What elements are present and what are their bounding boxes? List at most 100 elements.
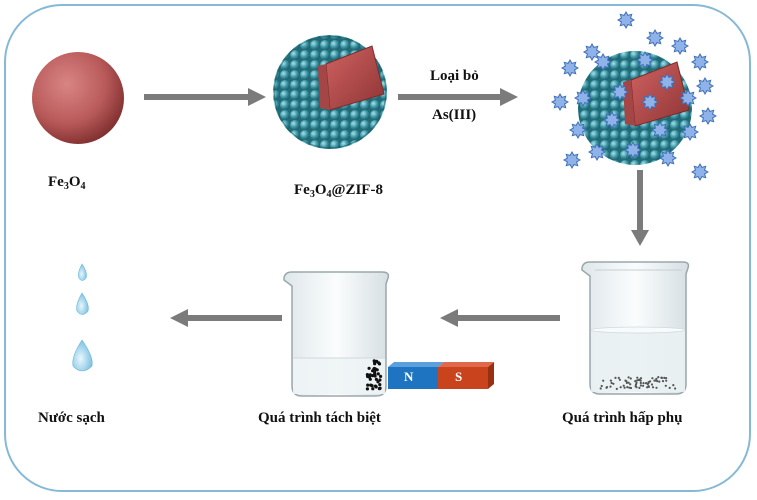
sediment-particle (612, 383, 614, 385)
arsenic-ion (660, 150, 676, 166)
sediment-particle (616, 388, 618, 390)
arsenic-ion (672, 38, 688, 54)
sediment-particle (618, 377, 620, 379)
arsenic-ion (589, 144, 605, 160)
sediment-particle (657, 376, 659, 378)
magnetic-particle (375, 385, 378, 388)
magnetic-particle (379, 375, 382, 378)
magnetic-particle (368, 367, 371, 370)
sediment-particle (651, 383, 653, 385)
magnet-s-label: S (455, 369, 462, 385)
clean-water-label: Nước sạch (38, 410, 105, 427)
arrow-down (631, 170, 649, 246)
sediment-particle (628, 387, 630, 389)
sediment-particle (649, 380, 651, 382)
arsenic-ion (564, 152, 580, 168)
magnetic-particle (374, 374, 377, 377)
magnetic-particle (374, 367, 377, 370)
sediment-particle (606, 386, 608, 388)
sediment-particle (624, 380, 626, 382)
sediment-particle (642, 382, 644, 384)
arsenic-ion (575, 90, 591, 106)
sediment-particle (640, 380, 642, 382)
arrow-to-clean-water (170, 309, 282, 327)
sediment-particle (626, 382, 628, 384)
arrow-label-arsenic: As(III) (432, 107, 476, 124)
sediment-particle (663, 377, 665, 379)
arsenic-ion (595, 54, 611, 70)
magnetic-particle (371, 384, 374, 387)
sediment-particle (646, 386, 648, 388)
sediment-particle (628, 376, 630, 378)
arsenic-ion (618, 12, 634, 28)
magnetic-particle (366, 384, 369, 387)
adsorption-beaker (582, 262, 688, 394)
arsenic-ion (700, 108, 716, 124)
arsenic-ion (625, 142, 641, 158)
magnetic-particle (375, 378, 378, 381)
sediment-particle (601, 385, 603, 387)
magnetic-particle (377, 372, 380, 375)
arsenic-ion (570, 122, 586, 138)
fe3o4-particle (32, 52, 124, 144)
sediment-particle (647, 382, 649, 384)
sediment-particle (640, 384, 642, 386)
arrow-to-separation (440, 309, 560, 327)
sediment-particle (672, 384, 674, 386)
sediment-particle (669, 387, 671, 389)
magnetic-particle (378, 383, 381, 386)
sediment-particle (610, 380, 612, 382)
adsorbed-particle (552, 12, 716, 180)
arrow-label-remove: Loại bỏ (430, 68, 479, 85)
fe3o4-zif8-particle (273, 35, 387, 149)
sediment-particle (642, 385, 644, 387)
magnetic-particle (371, 369, 374, 372)
sediment-particle (602, 380, 604, 382)
magnetic-particle (366, 375, 369, 378)
arsenic-ion (692, 54, 708, 70)
sediment-particle (620, 386, 622, 388)
sediment-particle (640, 377, 642, 379)
fe3o4-label: Fe3O4 (48, 174, 86, 192)
adsorption-label: Quá trình hấp phụ (562, 410, 682, 427)
sediment-particle (624, 387, 626, 389)
arsenic-ion (652, 122, 668, 138)
sediment-particle (635, 383, 637, 385)
sediment-particle (636, 377, 638, 379)
sediment-particle (626, 386, 628, 388)
magnetic-particle (377, 361, 380, 364)
sediment-particle (636, 379, 638, 381)
arsenic-ion (604, 112, 620, 128)
sediment-particle (640, 382, 642, 384)
arsenic-ion (692, 164, 708, 180)
sediment-particle (658, 381, 660, 383)
sediment-particle (630, 377, 632, 379)
sediment-particle (614, 377, 616, 379)
sediment-particle (653, 380, 655, 382)
arsenic-ion (682, 124, 698, 140)
sediment-particle (661, 377, 663, 379)
arrow-to-zif8 (144, 88, 266, 106)
arrow-to-adsorbed (398, 88, 518, 106)
sediment-particle (638, 387, 640, 389)
arsenic-ion (680, 90, 696, 106)
sediment-particle (651, 377, 653, 379)
sediment-particle (600, 387, 602, 389)
sediment-particle (665, 380, 667, 382)
arsenic-ion (562, 60, 578, 76)
magnetic-particle (378, 387, 381, 390)
arsenic-ion (612, 84, 628, 100)
separation-beaker (284, 272, 388, 396)
fe3o4-zif8-label: Fe3O4@ZIF-8 (294, 182, 383, 200)
sediment-particle (665, 385, 667, 387)
separation-label: Quá trình tách biệt (258, 410, 381, 427)
arsenic-ion (642, 94, 658, 110)
magnetic-particle (366, 387, 369, 390)
sediment-particle (619, 379, 621, 381)
arsenic-ion (697, 78, 713, 94)
water-drops (73, 264, 93, 371)
sediment-particle (662, 380, 664, 382)
arsenic-ion (647, 30, 663, 46)
sediment-particle (629, 383, 631, 385)
